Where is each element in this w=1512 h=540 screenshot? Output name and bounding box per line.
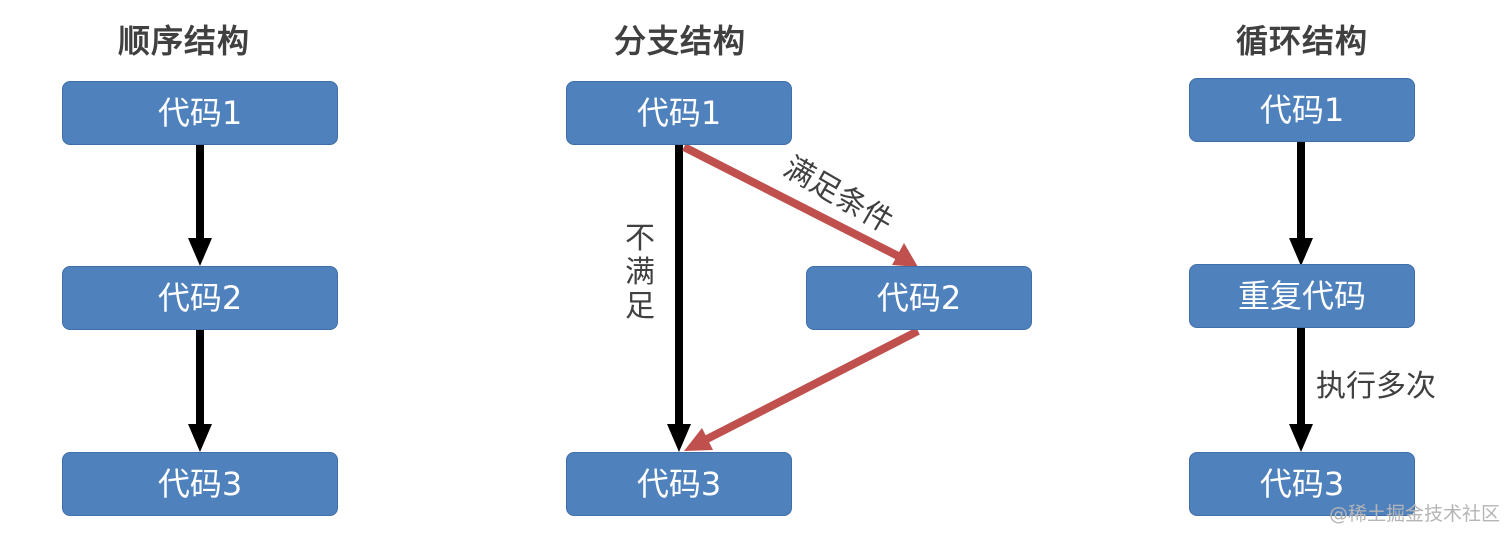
seq-box-2: 代码2	[62, 266, 338, 330]
loop-box-1: 代码1	[1189, 78, 1415, 142]
title-branch: 分支结构	[613, 22, 746, 60]
loop-arrow-1-2	[1289, 142, 1313, 266]
branch-box-1: 代码1	[566, 81, 792, 145]
seq-arrow-2-3	[188, 330, 212, 452]
loop-box-3: 代码3	[1189, 452, 1415, 516]
seq-box-3: 代码3	[62, 452, 338, 516]
branch-arrow-false	[667, 145, 691, 452]
branch-box-2: 代码2	[806, 266, 1032, 330]
branch-box-3: 代码3	[566, 452, 792, 516]
loop-box-2: 重复代码	[1189, 264, 1415, 328]
branch-label-false: 不满足	[625, 221, 655, 324]
loop-label-repeat: 执行多次	[1316, 369, 1436, 404]
branch-arrow-2-3	[684, 327, 920, 451]
loop-arrow-2-3	[1289, 328, 1313, 452]
title-sequential: 顺序结构	[117, 22, 250, 60]
seq-box-1: 代码1	[62, 81, 338, 145]
seq-arrow-1-2	[188, 145, 212, 266]
title-loop: 循环结构	[1235, 22, 1368, 60]
watermark: @稀土掘金技术社区	[1328, 503, 1500, 525]
branch-arrow-true	[682, 143, 918, 267]
